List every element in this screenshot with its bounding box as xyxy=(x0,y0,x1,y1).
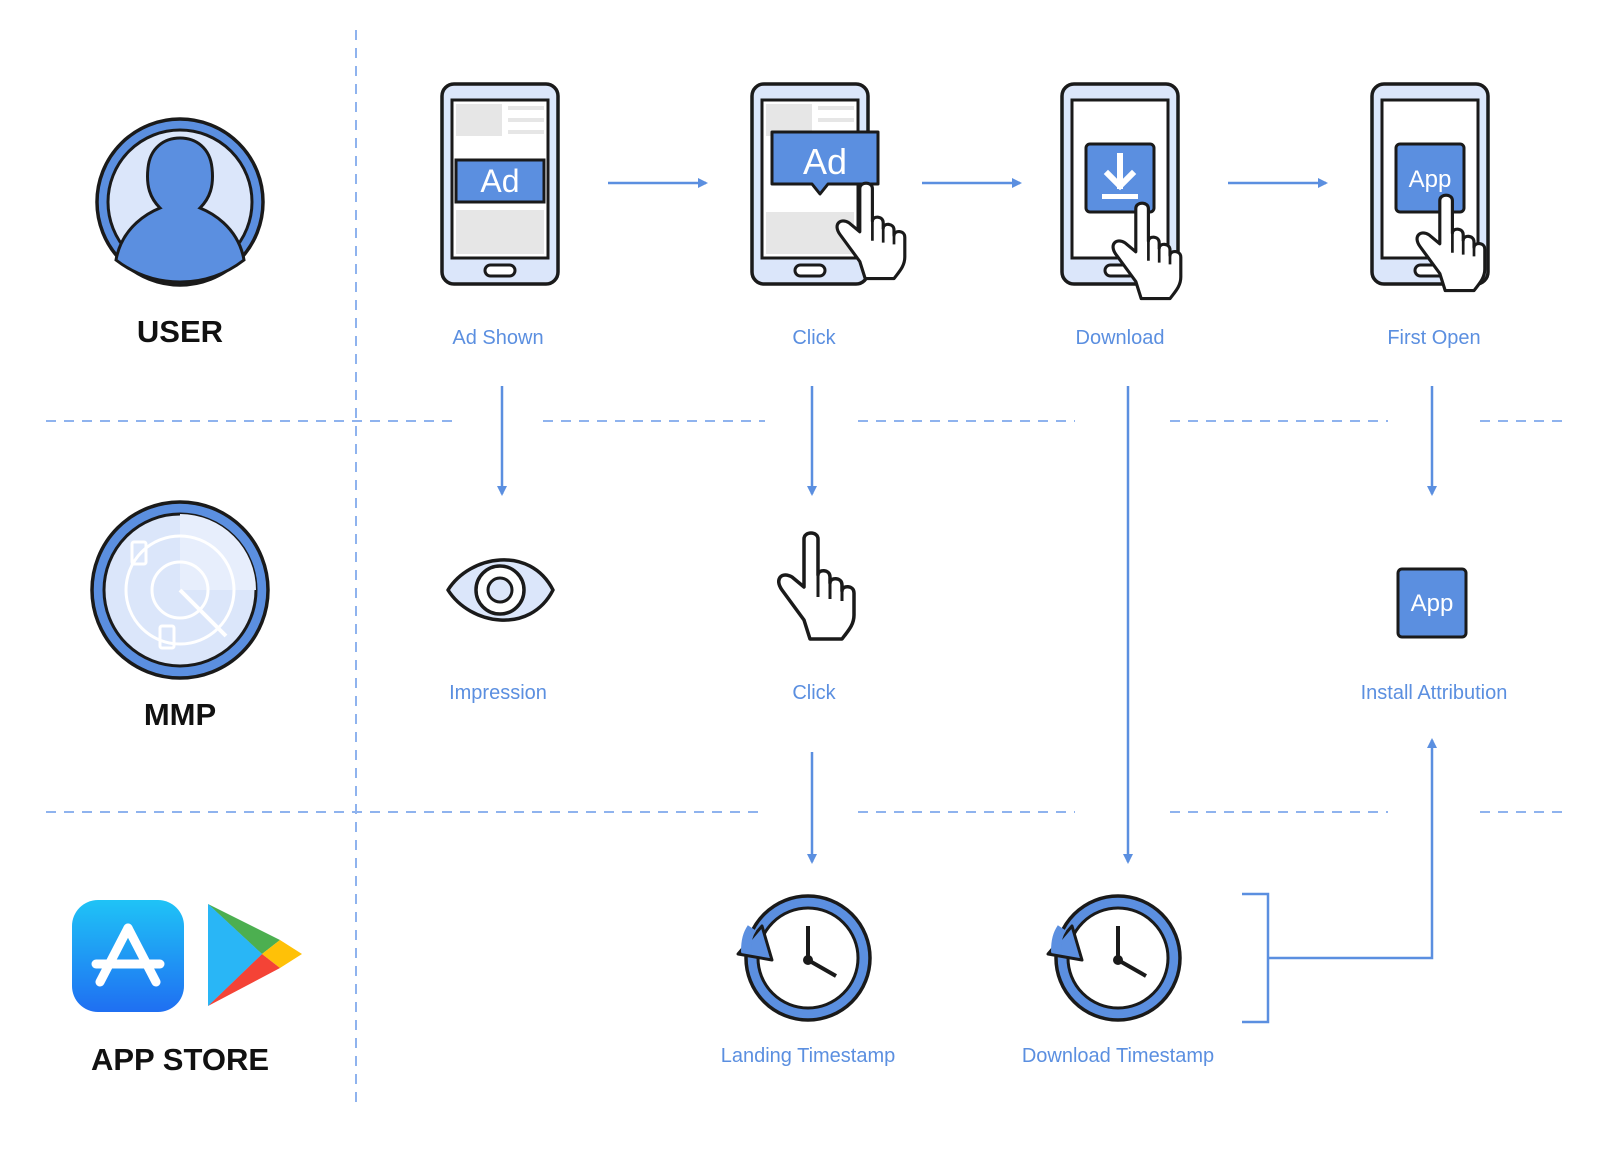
grid-dividers xyxy=(46,30,1568,1110)
app-store-icon xyxy=(72,900,184,1012)
store-label-landing-timestamp: Landing Timestamp xyxy=(721,1045,896,1067)
app-icon: App xyxy=(1396,567,1468,639)
ad-chip-label: Ad xyxy=(480,163,519,199)
mmp-down-arrows xyxy=(497,386,1437,496)
step-label-download: Download xyxy=(1076,327,1165,349)
row-label-mmp: MMP xyxy=(144,697,216,732)
mmp-label-install-attribution: Install Attribution xyxy=(1361,682,1508,704)
phone-download xyxy=(1060,82,1183,301)
phone-ad-click: Ad xyxy=(750,82,907,286)
eye-icon xyxy=(446,558,555,622)
phone-ad-shown: Ad xyxy=(440,82,560,286)
phone-first-open: App xyxy=(1370,82,1490,293)
user-avatar-icon xyxy=(95,117,265,287)
clock-history-icon xyxy=(736,894,872,1022)
pointer-hand-icon xyxy=(776,531,856,641)
store-down-arrows xyxy=(807,386,1133,864)
mmp-label-impression: Impression xyxy=(449,682,547,704)
step-label-click: Click xyxy=(792,327,836,349)
install-app-chip-label: App xyxy=(1411,590,1454,617)
ad-bubble-label: Ad xyxy=(803,141,847,182)
row-label-user: USER xyxy=(137,314,223,349)
clock-history-icon xyxy=(1046,894,1182,1022)
google-play-icon xyxy=(208,904,302,1006)
attribution-bracket xyxy=(1242,738,1437,1024)
row-label-app-store: APP STORE xyxy=(91,1042,269,1077)
step-label-first-open: First Open xyxy=(1387,327,1480,349)
app-chip-label: App xyxy=(1409,166,1452,193)
radar-icon xyxy=(90,500,270,680)
store-label-download-timestamp: Download Timestamp xyxy=(1022,1045,1214,1067)
mmp-label-click: Click xyxy=(792,682,836,704)
step-label-ad-shown: Ad Shown xyxy=(452,327,543,349)
